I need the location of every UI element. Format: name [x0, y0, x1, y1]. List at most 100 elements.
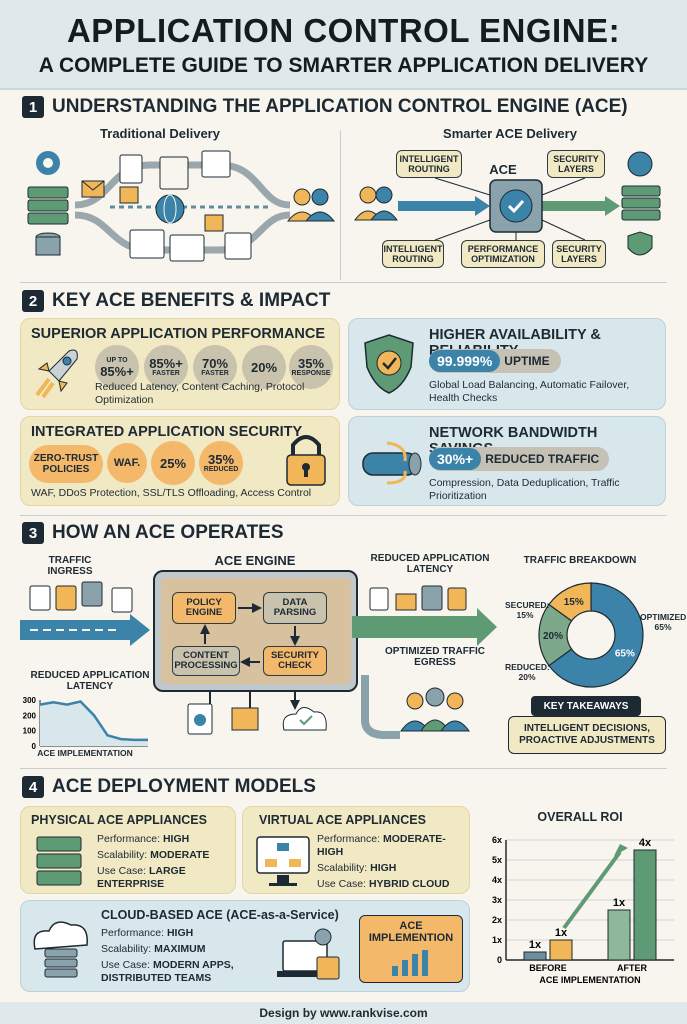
section-3-title: 3 HOW AN ACE OPERATES — [22, 522, 284, 544]
pie-slice-secured — [548, 582, 592, 622]
divider — [20, 768, 667, 769]
y-tick-label: 0 — [497, 955, 502, 965]
pipe-icon — [362, 441, 422, 485]
arrow-icon — [386, 441, 407, 462]
traditional-delivery-illustration — [27, 150, 336, 262]
ace-engine-label: ACE ENGINE — [214, 553, 296, 568]
divider — [340, 130, 341, 280]
roi-bar — [523, 951, 547, 961]
uptime-value: 99.999% — [429, 350, 501, 372]
page-title: APPLICATION CONTROL ENGINE: — [66, 12, 621, 49]
ace-implementation-box: ACE IMPLEMENTION — [359, 915, 463, 983]
users-icon — [286, 188, 336, 222]
laptop-icon — [277, 928, 340, 980]
y-tick-label: 300 — [23, 696, 37, 705]
card-title: SUPERIOR APPLICATION PERFORMANCE — [31, 326, 326, 342]
server-icon — [27, 186, 69, 225]
monitor-icon — [256, 836, 310, 886]
bar-data-label: 1x — [555, 927, 568, 939]
ace-label: ACE — [489, 162, 517, 177]
database-icon — [35, 232, 61, 256]
latency-chart-title: REDUCED APPLICATION LATENCY — [30, 670, 150, 692]
rocket-icon — [35, 349, 78, 399]
y-tick-label: 100 — [23, 727, 37, 736]
traffic-value: 30%+ — [429, 448, 482, 470]
data-parsing-box: DATA PARSING — [263, 592, 327, 624]
arrow-icon — [614, 844, 628, 856]
document-icon — [369, 585, 467, 611]
header: APPLICATION CONTROL ENGINE: A COMPLETE G… — [0, 0, 687, 90]
pie-data-label: 15% — [564, 597, 584, 608]
egress-label: OPTIMIZED TRAFFIC EGRESS — [385, 646, 485, 668]
model-specs: Performance: MODERATE-HIGH Scalability: … — [317, 833, 450, 890]
card-description: Global Load Balancing, Automatic Failove… — [429, 379, 630, 404]
roi-title: OVERALL ROI — [537, 810, 623, 824]
y-tick-label: 0 — [32, 742, 37, 751]
cloud-icon — [33, 921, 88, 978]
physical-appliances-card: PHYSICAL ACE APPLIANCES Performance: HIG… — [20, 806, 236, 894]
divider — [20, 515, 667, 516]
section-number: 1 — [22, 96, 44, 118]
section-4-title: 4 ACE DEPLOYMENT MODELS — [22, 776, 316, 798]
y-tick-label: 1x — [492, 935, 502, 945]
shield-icon — [627, 231, 653, 256]
stat-circle: ZERO-TRUST POLICIES — [29, 445, 103, 483]
check-icon — [507, 199, 525, 214]
section-heading: UNDERSTANDING THE APPLICATION CONTROL EN… — [52, 96, 628, 117]
stat-circle: 25% — [151, 441, 195, 485]
latency-chart-xlabel: ACE IMPLEMENTATION — [37, 748, 133, 758]
gear-icon — [36, 151, 60, 175]
bar-data-label: 4x — [639, 837, 652, 849]
document-icon — [29, 581, 133, 613]
roi-bar — [607, 909, 631, 961]
model-specs: Performance: HIGH Scalability: MODERATE … — [97, 833, 210, 890]
latency-line — [39, 700, 148, 742]
card-description: Compression, Data Deduplication, Traffic… — [429, 477, 620, 502]
card-description: Reduced Latency, Content Caching, Protoc… — [95, 381, 305, 406]
policy-engine-box: POLICY ENGINE — [172, 592, 236, 624]
server-icon — [621, 185, 661, 221]
box-performance-optimization: PERFORMANCE OPTIMIZATION — [461, 240, 545, 268]
folder-icon — [231, 707, 259, 731]
server-icon — [36, 836, 82, 886]
stat-circle: 85%+FASTER — [144, 345, 188, 389]
box-intelligent-routing-bottom: INTELLIGENT ROUTING — [382, 240, 444, 268]
stat-circle: 70%FASTER — [193, 345, 237, 389]
users-icon — [354, 186, 398, 221]
server-icon — [44, 948, 78, 958]
lock-icon — [286, 435, 326, 486]
globe-icon — [155, 194, 185, 224]
bar-data-label: 1x — [613, 897, 626, 909]
section-number: 2 — [22, 290, 44, 312]
roi-bar — [549, 939, 573, 961]
shield-icon — [364, 334, 414, 394]
document-icon — [119, 150, 231, 190]
section-heading: KEY ACE BENEFITS & IMPACT — [52, 290, 331, 311]
reduced-latency-label: REDUCED APPLICATION LATENCY — [370, 553, 490, 575]
egress-illustration — [352, 585, 497, 646]
breakdown-title: TRAFFIC BREAKDOWN — [523, 555, 637, 566]
model-specs: Performance: HIGH Scalability: MAXIMUM U… — [101, 927, 234, 984]
availability-card: HIGHER AVAILABILITY & RELIABILITY 99.999… — [348, 318, 666, 410]
ace-delivery-illustration — [354, 151, 661, 256]
section-heading: HOW AN ACE OPERATES — [52, 522, 284, 543]
virtual-appliances-card: VIRTUAL ACE APPLIANCES Performance: MODE… — [242, 806, 470, 894]
section-1-title: 1 UNDERSTANDING THE APPLICATION CONTROL … — [22, 96, 628, 118]
card-description: WAF, DDoS Protection, SSL/TLS Offloading… — [31, 487, 312, 499]
output-icons — [187, 703, 327, 735]
security-check-box: SECURITY CHECK — [263, 646, 327, 676]
implementation-label: ACE IMPLEMENTION — [368, 920, 454, 944]
takeaways-title: KEY TAKEAWAYS — [531, 696, 641, 716]
ingress-illustration — [20, 581, 150, 646]
users-illustration — [361, 675, 470, 739]
uptime-pill: 99.999% UPTIME — [429, 349, 561, 373]
y-tick-label: 5x — [492, 855, 502, 865]
roi-bar — [633, 849, 657, 961]
stat-circle: WAF. — [107, 443, 147, 483]
bar-chart-icon — [392, 950, 428, 976]
cloud-ace-card: CLOUD-BASED ACE (ACE-as-a-Service) Perfo… — [20, 900, 470, 992]
pie-slice-optimized — [548, 582, 644, 688]
traffic-ingress-label: TRAFFIC INGRESS — [47, 555, 93, 577]
